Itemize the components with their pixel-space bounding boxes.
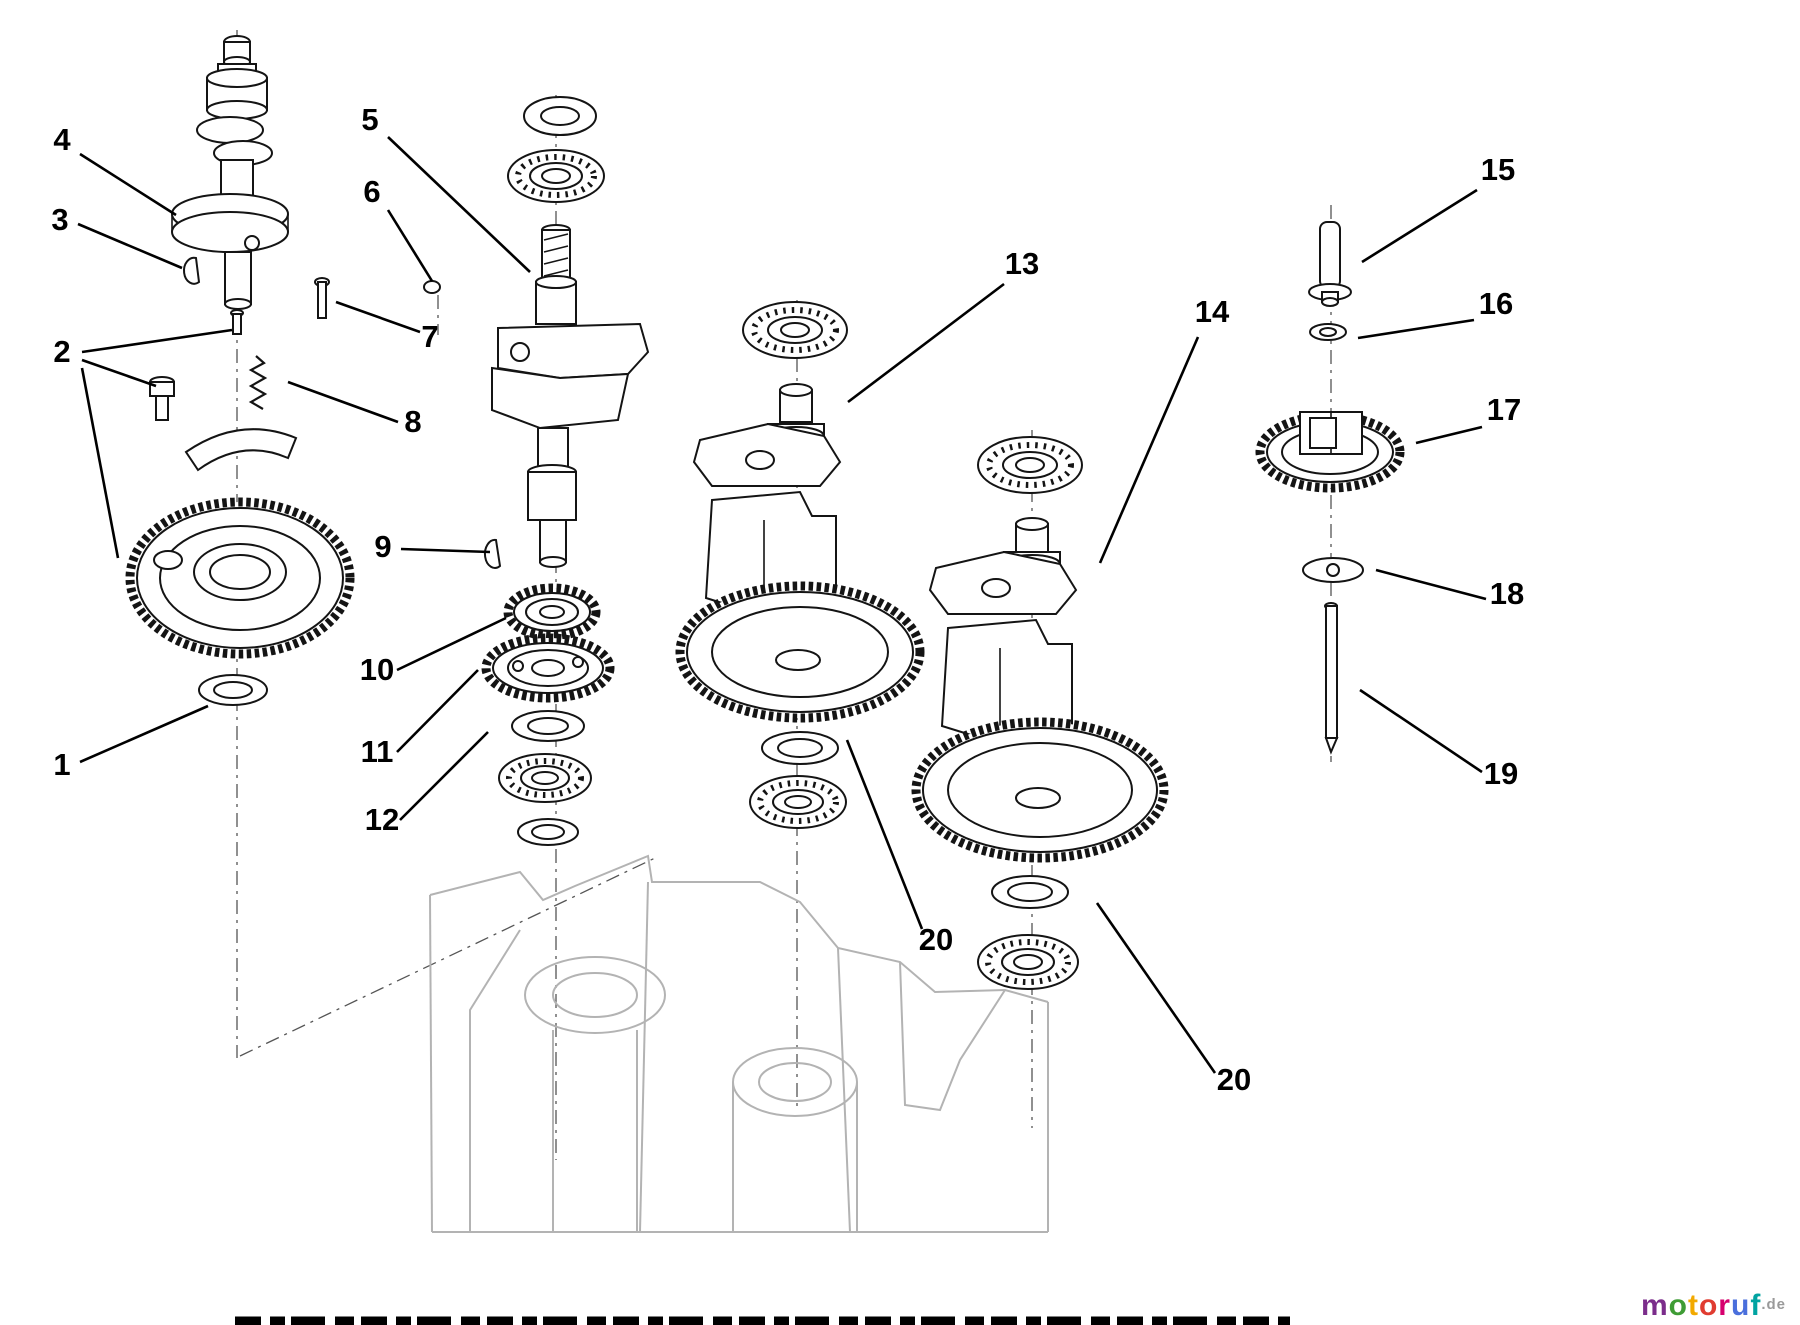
pin-15	[1319, 221, 1341, 289]
callout-leader-19-18	[1359, 688, 1483, 774]
lower-bearing-b	[498, 753, 592, 846]
callout-label-18-17: 18	[1490, 576, 1524, 611]
callout-label-11-10: 11	[361, 734, 394, 769]
thrust-washer-1	[198, 674, 268, 706]
callout-label-6-5: 6	[363, 174, 380, 209]
crankshaft-assembly	[483, 96, 650, 569]
callout-label-15-14: 15	[1481, 152, 1515, 187]
balancer-assembly-13	[675, 301, 925, 829]
watermark-word: motoruf	[1641, 1289, 1761, 1322]
callout-leader-9-8	[400, 547, 491, 554]
callout-label-20-20: 20	[1217, 1062, 1251, 1097]
callout-leader-12-11	[399, 731, 489, 821]
callout-label-5-4: 5	[361, 102, 378, 137]
woodruff-key	[183, 256, 201, 285]
callout-leader-2-1	[80, 367, 120, 559]
callout-label-4-3: 4	[53, 122, 71, 157]
callout-leader-7-6	[335, 300, 421, 334]
washer-12	[511, 710, 585, 742]
callout-leader-2-1	[81, 358, 157, 388]
callout-leader-2-1	[81, 328, 233, 354]
callout-leader-15-14	[1361, 188, 1478, 264]
watermark-letter: r	[1718, 1289, 1731, 1322]
callout-label-10-9: 10	[360, 652, 394, 687]
crank-key	[483, 538, 502, 569]
callout-label-12-11: 12	[365, 802, 399, 837]
callout-leader-20-19	[845, 739, 924, 930]
callout-label-9-8: 9	[374, 529, 391, 564]
clutch-gear-stack	[423, 221, 1405, 755]
callout-leader-4-3	[79, 152, 177, 217]
cam-plate-gear-11	[481, 633, 615, 703]
watermark-letter: m	[1640, 1289, 1669, 1322]
callout-leader-13-12	[847, 282, 1005, 404]
callout-leader-6-5	[386, 209, 434, 282]
callout-leader-8-7	[287, 380, 399, 424]
timing-gear-10	[503, 583, 601, 641]
cam-gear	[125, 497, 355, 659]
watermark-letter: f	[1750, 1289, 1762, 1322]
callout-leader-11-10	[396, 669, 479, 753]
watermark-letter: u	[1730, 1289, 1751, 1322]
callout-label-17-16: 17	[1487, 392, 1521, 427]
watermark-suffix: .de	[1761, 1296, 1786, 1313]
balancer-assembly-14	[911, 436, 1169, 990]
callout-leader-16-15	[1357, 318, 1475, 340]
callout-label-13-12: 13	[1005, 246, 1039, 281]
callout-leader-18-17	[1375, 568, 1487, 601]
crankcase-outline	[429, 854, 1049, 1233]
callout-leader-3-2	[77, 222, 183, 270]
governor-arm	[184, 428, 298, 472]
callout-leader-14-13	[1098, 336, 1200, 564]
watermark-letter: o	[1698, 1289, 1719, 1322]
watermark-logo[interactable]: motoruf.de	[1641, 1291, 1786, 1321]
callout-label-14-13: 14	[1195, 294, 1230, 329]
callout-leader-17-16	[1415, 425, 1483, 445]
spring	[248, 355, 268, 410]
callout-leader-1-0	[79, 704, 209, 764]
callout-label-16-15: 16	[1479, 286, 1513, 321]
callout-label-1-0: 1	[53, 747, 70, 782]
governor-ball	[423, 280, 441, 294]
callout-leader-10-9	[396, 616, 507, 672]
watermark-letter: o	[1668, 1289, 1688, 1322]
camshaft-assembly	[149, 35, 330, 472]
callout-label-8-7: 8	[404, 404, 421, 439]
callout-label-2-1: 2	[53, 334, 70, 369]
callout-leader-5-4	[387, 136, 531, 273]
callout-label-20-19: 20	[919, 922, 953, 957]
callout-leader-20-20	[1095, 902, 1217, 1074]
callout-label-3-2: 3	[51, 202, 68, 237]
callout-label-7-6: 7	[421, 319, 438, 354]
watermark-letter: t	[1687, 1289, 1699, 1322]
callout-label-19-18: 19	[1484, 756, 1518, 791]
